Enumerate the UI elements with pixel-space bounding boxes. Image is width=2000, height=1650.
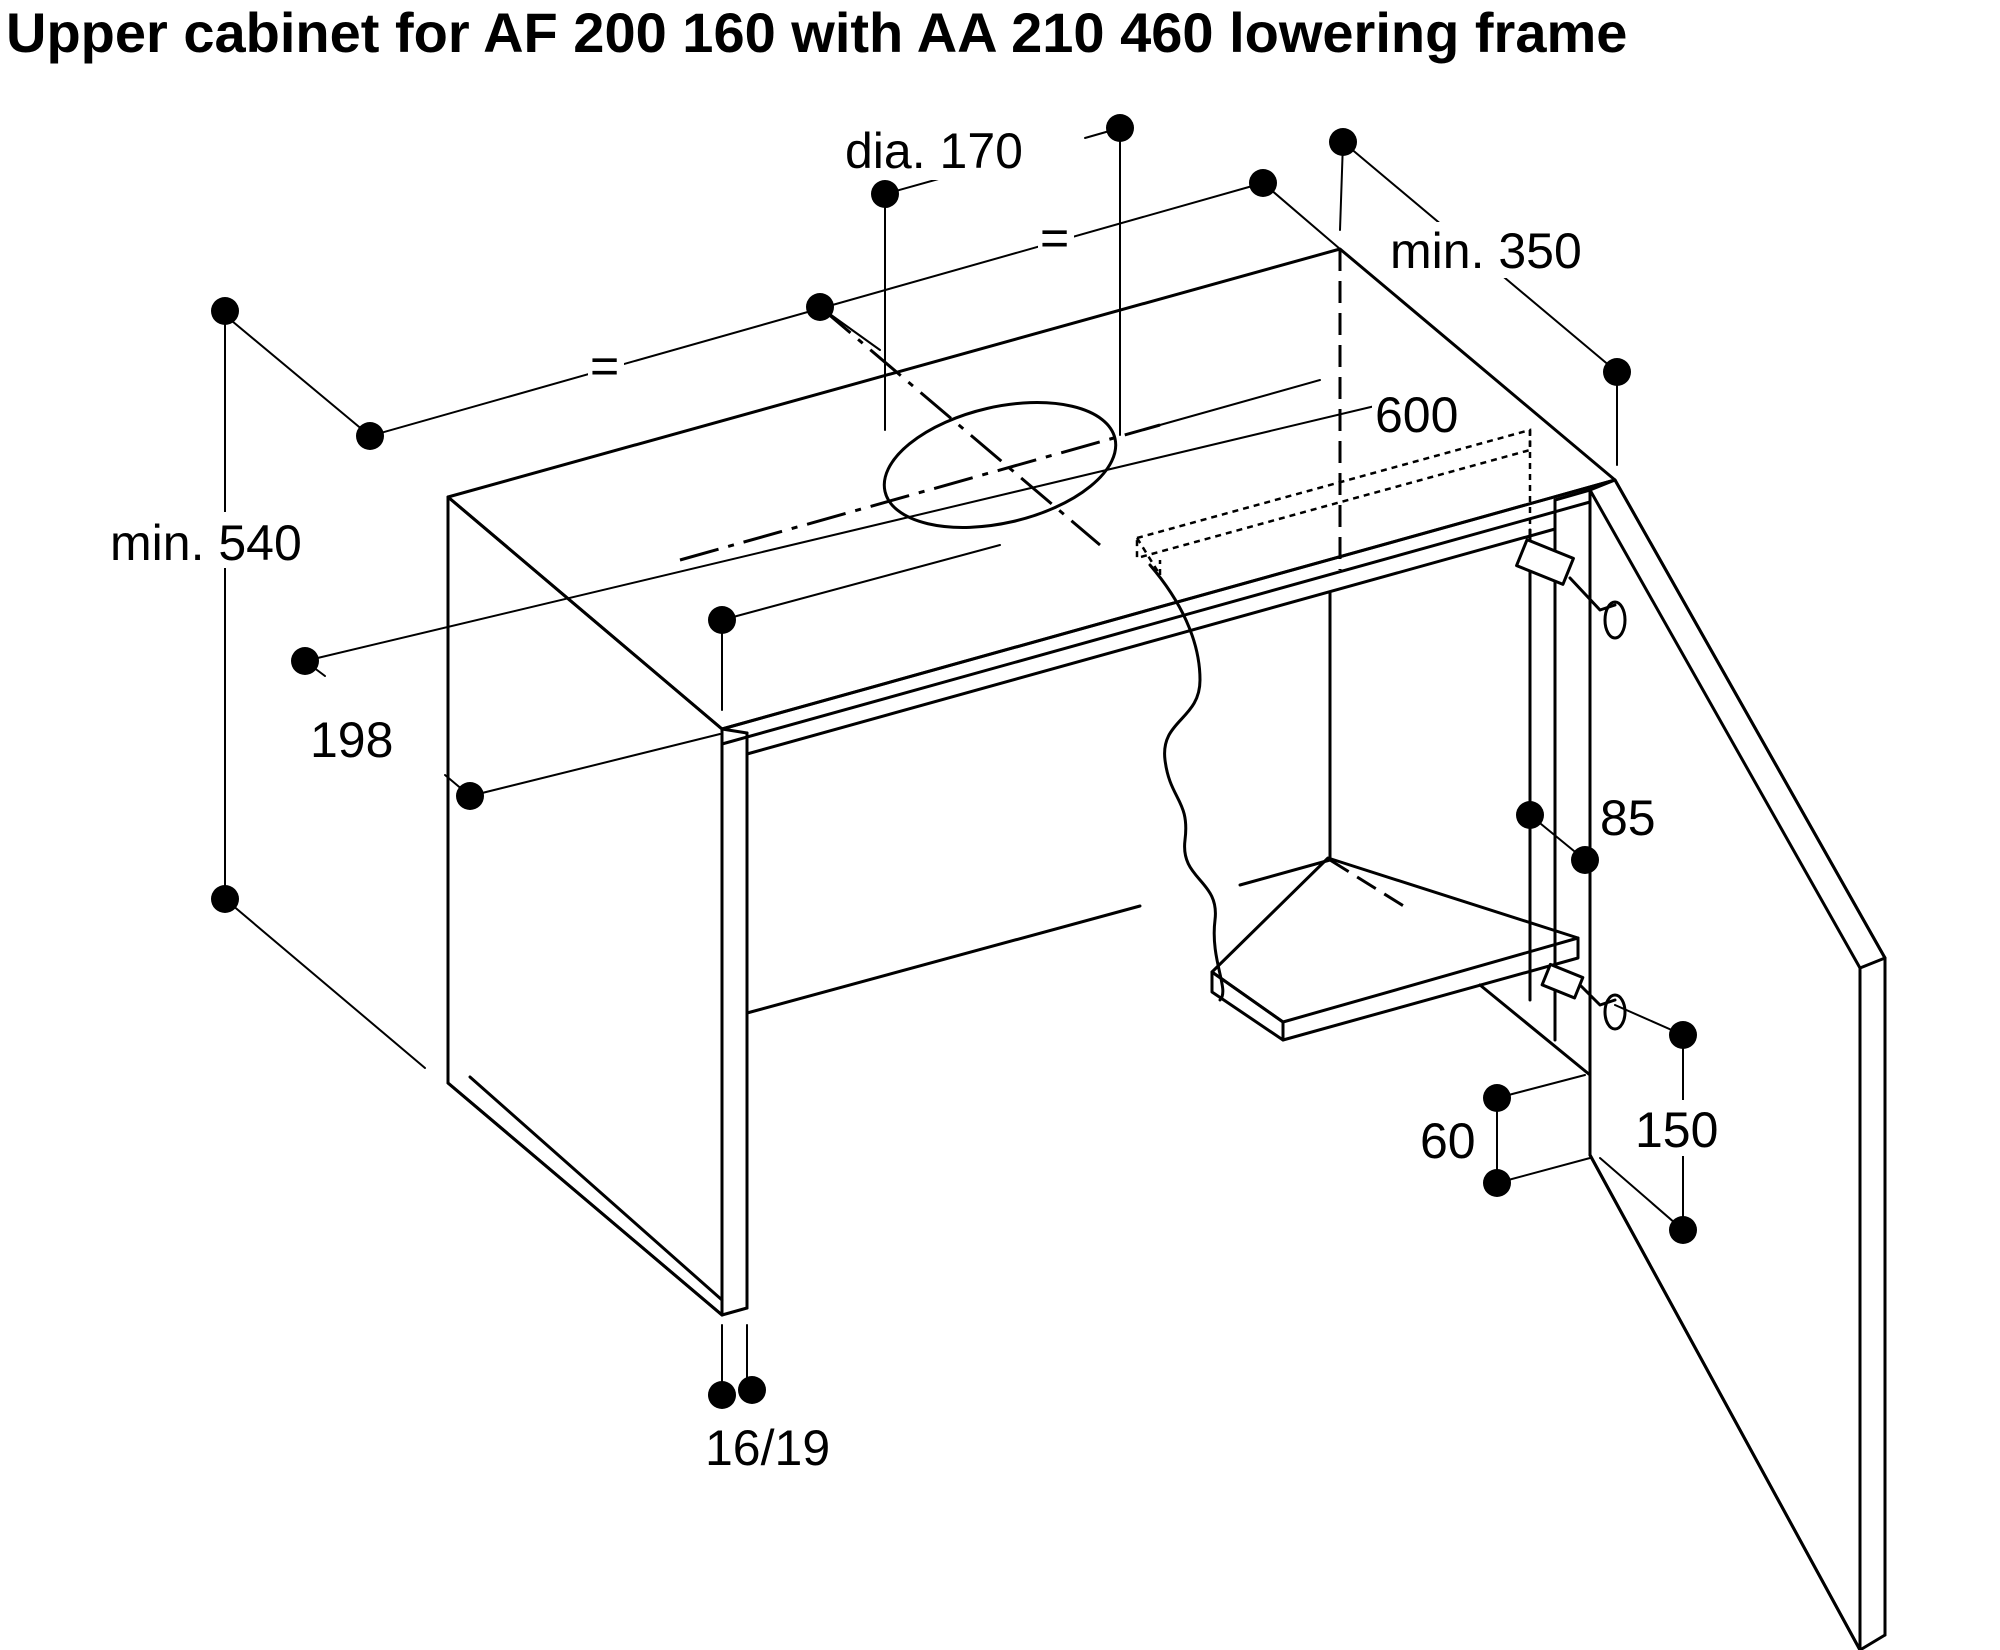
marker-dot xyxy=(738,1376,766,1404)
marker-dot xyxy=(1329,128,1357,156)
marker-dot xyxy=(1603,358,1631,386)
dimension-labels: dia. 170 = = min. 350 600 min. 540 198 8… xyxy=(108,120,1740,1476)
marker-dot xyxy=(211,297,239,325)
marker-dot xyxy=(708,1381,736,1409)
dim-gap-bottom-ext xyxy=(1496,1157,1591,1184)
marker-dot xyxy=(291,647,319,675)
door-bottom-edge xyxy=(1588,1153,1862,1650)
label-bg xyxy=(1372,385,1480,441)
shelf-side-edge xyxy=(1281,936,1580,1042)
dim-equal-left-ext xyxy=(219,310,371,437)
frame-dashed-left xyxy=(1135,537,1162,576)
right-side-bottom xyxy=(1478,983,1592,1077)
dim-width-line xyxy=(304,405,1376,662)
marker-dot xyxy=(1249,169,1277,197)
label-equal-left: = xyxy=(590,338,619,394)
marker-dot xyxy=(1106,114,1134,142)
label-shelf-offset: 85 xyxy=(1600,790,1656,846)
door-top-thickness xyxy=(1858,956,1887,970)
lower-hinge-arm xyxy=(1578,983,1617,1007)
label-duct-diameter: dia. 170 xyxy=(845,123,1023,179)
label-bg xyxy=(840,120,1075,180)
lowering-frame xyxy=(1135,428,1532,1002)
upper-hinge-plate xyxy=(1515,538,1575,586)
marker-dot xyxy=(1571,846,1599,874)
marker-dot xyxy=(356,422,384,450)
upper-hinge-cup xyxy=(1603,600,1627,640)
frame-dashed-front xyxy=(1135,428,1532,560)
duct-opening xyxy=(679,305,1321,562)
power-cable xyxy=(1148,563,1225,1002)
left-panel-bottom-edge xyxy=(446,1081,724,1317)
marker-dot xyxy=(871,180,899,208)
dimension-markers xyxy=(211,114,1697,1409)
lower-hinge-plate xyxy=(1540,962,1585,1000)
left-panel-inner-bottom xyxy=(468,1075,724,1302)
marker-dot xyxy=(1483,1169,1511,1197)
left-panel-thickness-top xyxy=(720,727,749,735)
top-front-edge xyxy=(720,478,1617,731)
dim-depth-ext-left xyxy=(1339,141,1344,231)
door-inner-top xyxy=(1588,488,1862,970)
label-equal-right: = xyxy=(1040,210,1069,266)
inner-top-rail xyxy=(745,527,1557,756)
door-top-edge xyxy=(1613,478,1887,960)
label-hinge-gap: 60 xyxy=(1420,1113,1476,1169)
marker-dot xyxy=(1669,1021,1697,1049)
inner-bottom-rail xyxy=(745,904,1142,1015)
dim-height-bottom-ext xyxy=(224,898,426,1069)
shelf-hidden-edge xyxy=(1329,858,1411,912)
right-side-top xyxy=(1553,488,1592,502)
cabinet-door xyxy=(1588,478,1887,1650)
duct-hole xyxy=(882,401,1118,529)
duct-centerline-b xyxy=(679,423,1161,562)
width-dim-line-top xyxy=(1159,379,1321,426)
label-bg xyxy=(1388,222,1628,278)
dim-front-line xyxy=(469,733,721,797)
label-hinge-spacing: 150 xyxy=(1635,1102,1718,1158)
cabinet-body xyxy=(446,247,1617,1317)
dim-front-top-line xyxy=(721,544,1001,621)
left-side-panel xyxy=(446,495,724,1317)
label-bg xyxy=(108,512,348,568)
shelf-top xyxy=(1210,856,1580,1024)
marker-dot xyxy=(806,293,834,321)
diagram-title: Upper cabinet for AF 200 160 with AA 210… xyxy=(6,1,1627,64)
back-bottom-corner xyxy=(1238,858,1332,887)
label-front-offset: 198 xyxy=(310,712,393,768)
marker-dot xyxy=(708,606,736,634)
label-min-depth: min. 350 xyxy=(1390,223,1582,279)
door-panel xyxy=(1588,478,1887,1650)
label-bg xyxy=(1038,218,1074,258)
label-bg xyxy=(1632,1100,1740,1156)
marker-dot xyxy=(1483,1084,1511,1112)
label-bg xyxy=(588,345,624,385)
label-width: 600 xyxy=(1375,387,1458,443)
top-front-edge-lower xyxy=(720,500,1592,746)
left-panel-thickness-bottom xyxy=(720,1306,749,1317)
duct-centerline-a xyxy=(819,305,1101,547)
dim-equal-right-ext xyxy=(1262,182,1341,250)
hinges xyxy=(1515,538,1627,1031)
dim-hinge-bottom-ext xyxy=(1599,1157,1684,1231)
dimension-lines xyxy=(219,127,1684,1396)
label-bg xyxy=(1420,1112,1492,1168)
marker-dot xyxy=(456,782,484,810)
label-bg xyxy=(308,710,416,766)
label-min-height: min. 540 xyxy=(110,515,302,571)
marker-dot xyxy=(1669,1216,1697,1244)
marker-dot xyxy=(1516,801,1544,829)
label-side-thickness: 16/19 xyxy=(705,1420,830,1476)
lower-hinge-cup xyxy=(1603,993,1627,1031)
dim-gap-top-ext xyxy=(1496,1074,1586,1099)
marker-dot xyxy=(211,885,239,913)
